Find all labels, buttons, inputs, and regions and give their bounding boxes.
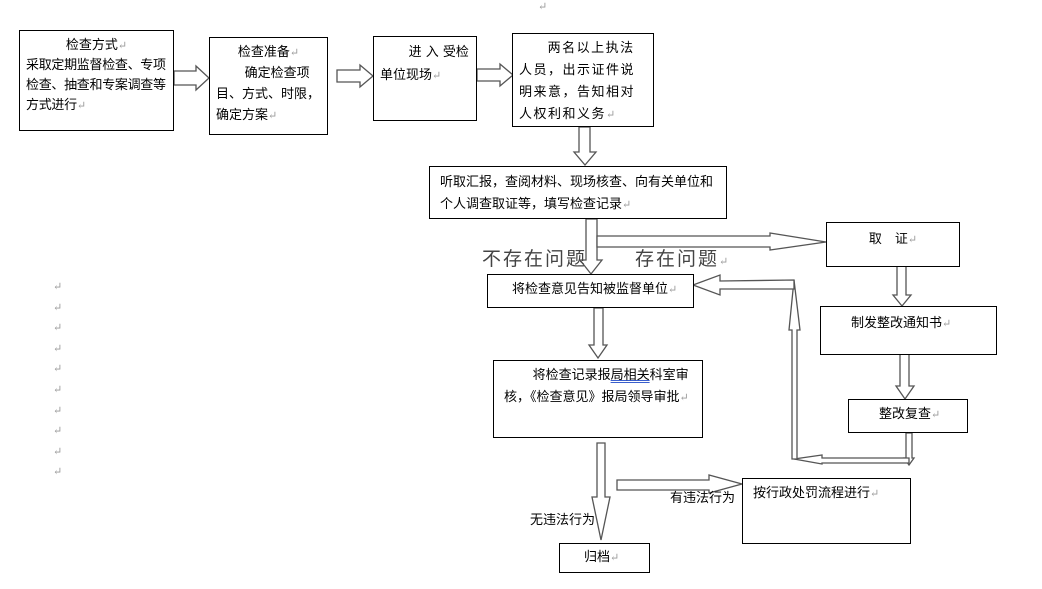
paragraph-mark: ↵	[606, 108, 617, 121]
report-text-underlined: 局相关	[610, 368, 650, 383]
label-has-violation-text: 有违法行为	[670, 491, 736, 506]
paragraph-mark: ↵	[668, 283, 678, 296]
paragraph-mark: ↵	[53, 403, 63, 417]
arrow-return-bottom	[793, 454, 910, 465]
paragraph-mark: ↵	[53, 280, 63, 293]
show-id-text: 两名以上执法人员，出示证件说明来意，告知相对人权利和义务	[519, 41, 636, 122]
arrow-evidence-to-notice	[891, 265, 913, 308]
box-enter-site: 进 入 受检单位现场↵	[373, 36, 477, 121]
arrow-report-to-archive	[591, 442, 611, 541]
arrow-method-to-prep	[173, 64, 210, 92]
paragraph-mark: ↵	[53, 300, 63, 314]
box-rectify-notice: 制发整改通知书↵	[820, 306, 997, 355]
enter-site-text: 进 入 受检单位现场	[380, 45, 469, 83]
box-show-id: 两名以上执法人员，出示证件说明来意，告知相对人权利和义务↵	[512, 33, 654, 127]
label-has-problem-text: 存在问题	[635, 248, 720, 270]
arrow-prep-to-site	[336, 63, 375, 89]
box-report: 将检查记录报局相关科室审核，《检查意见》报局领导审批↵	[493, 360, 703, 438]
box-archive: 归档↵	[559, 543, 650, 573]
paragraph-mark: ↵	[268, 109, 278, 122]
paragraph-mark: ↵	[679, 391, 689, 404]
arrow-return-left	[691, 274, 795, 296]
paragraph-mark: ↵	[53, 444, 63, 458]
paragraph-mark: ↵	[610, 551, 620, 564]
report-text-a: 将检查记录报	[532, 368, 611, 383]
recheck-text: 整改复查	[879, 407, 932, 422]
report-text-c: 科室审核，《检查意见》报局领导审批	[504, 368, 689, 405]
paragraph-mark: ↵	[53, 362, 63, 376]
paragraph-mark: ↵	[870, 487, 880, 500]
evidence-text: 取 证	[868, 232, 908, 247]
paragraph-mark: ↵	[538, 0, 548, 13]
paragraph-mark: ↵	[53, 465, 63, 479]
paragraph-mark: ↵	[622, 198, 632, 211]
label-has-problem: 存在问题↵	[635, 244, 730, 271]
arrow-to-evidence	[596, 232, 827, 251]
box-recheck: 整改复查↵	[848, 399, 968, 433]
arrow-site-to-id	[476, 62, 515, 88]
paragraph-mark: ↵	[53, 383, 63, 396]
arrow-return-up	[788, 279, 801, 460]
box-penalty: 按行政处罚流程进行↵	[742, 478, 911, 544]
arrow-notice-to-recheck	[894, 353, 916, 401]
paragraph-mark: ↵	[53, 321, 63, 335]
paragraph-mark: ↵	[117, 39, 128, 52]
archive-text: 归档	[584, 550, 611, 565]
inspection-method-body: 采取定期监督检查、专项检查、抽查和专案调查等方式进行	[26, 58, 166, 113]
arrow-notify-to-report	[587, 307, 609, 360]
rectify-notice-text: 制发整改通知书	[851, 316, 943, 331]
paragraph-mark: ↵	[942, 317, 952, 330]
label-no-violation: 无违法行为	[530, 513, 596, 528]
paragraph-mark: ↵	[53, 341, 63, 355]
box-inspection-prep: 检查准备↵ 确定检查项目、方式、时限，确定方案↵	[209, 37, 328, 135]
inspection-prep-body: 确定检查项目、方式、时限，确定方案	[216, 66, 321, 123]
arrow-to-penalty	[616, 474, 745, 494]
paragraph-mark: ↵	[432, 69, 442, 82]
inspection-method-title: 检查方式	[65, 38, 118, 53]
inspection-prep-title: 检查准备	[237, 45, 290, 60]
investigate-text: 听取汇报，查阅材料、现场核查、向有关单位和个人调查取证等，填写检查记录	[440, 175, 714, 212]
paragraph-mark: ↵	[289, 46, 300, 59]
box-investigate: 听取汇报，查阅材料、现场核查、向有关单位和个人调查取证等，填写检查记录↵	[429, 166, 727, 219]
paragraph-mark: ↵	[719, 255, 731, 268]
label-has-violation: 有违法行为	[670, 487, 735, 506]
box-notify-unit: 将检查意见告知被监督单位↵	[487, 274, 694, 308]
label-no-problem: 不存在问题	[482, 248, 588, 270]
paragraph-mark: ↵	[907, 233, 918, 246]
penalty-text: 按行政处罚流程进行	[753, 486, 871, 501]
arrow-investigate-to-notify	[578, 218, 604, 276]
box-inspection-method: 检查方式↵ 采取定期监督检查、专项检查、抽查和专案调查等方式进行↵	[19, 30, 174, 131]
paragraph-mark: ↵	[53, 424, 63, 438]
box-evidence: 取 证↵	[826, 222, 960, 267]
notify-unit-text: 将检查意见告知被监督单位	[512, 282, 669, 297]
arrow-id-to-investigate	[572, 126, 598, 167]
paragraph-mark: ↵	[76, 99, 86, 112]
paragraph-mark: ↵	[931, 408, 941, 421]
